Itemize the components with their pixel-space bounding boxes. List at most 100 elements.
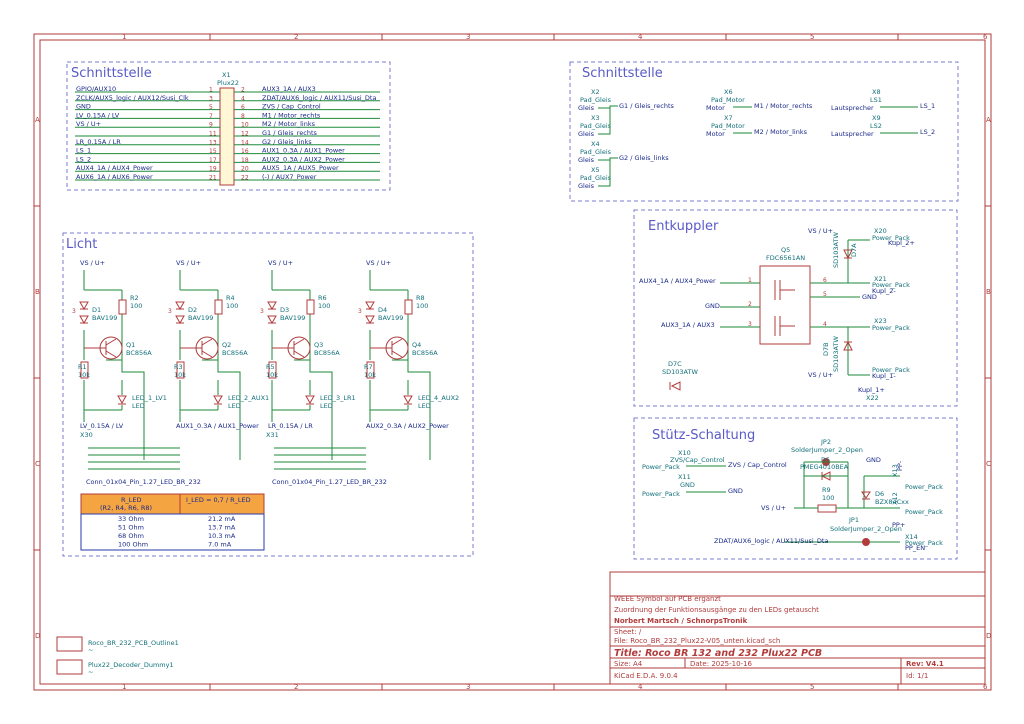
- svg-text:VS / U+: VS / U+: [761, 504, 786, 512]
- svg-text:Pad_Motor: Pad_Motor: [711, 96, 745, 104]
- author: Norbert Martsch / SchnorpsTronik: [614, 617, 748, 625]
- table-cell-i: 13.7 mA: [208, 524, 236, 532]
- row-d: D: [35, 632, 40, 640]
- resistor-value: 10k: [174, 371, 186, 379]
- svg-text:SD103ATW: SD103ATW: [832, 336, 840, 372]
- x1-pin-number: 13: [209, 139, 217, 146]
- x1-pin-number: 22: [241, 175, 249, 182]
- svg-text:LS1: LS1: [870, 96, 882, 104]
- x1-left-net-label: GND: [76, 103, 91, 111]
- svg-text:Kupl_2-: Kupl_2-: [872, 287, 896, 295]
- svg-text:X20: X20: [874, 227, 887, 235]
- resistor-ref: R1: [78, 363, 87, 371]
- x1-pin-number: 2: [241, 87, 245, 94]
- svg-text:3: 3: [748, 321, 752, 328]
- svg-text:ZVS / Cap_Control: ZVS / Cap_Control: [728, 461, 787, 469]
- diode-value: BAV199: [378, 314, 403, 322]
- svg-text:M1 / Motor_rechts: M1 / Motor_rechts: [754, 102, 813, 110]
- resistor-ref: R6: [318, 294, 327, 302]
- svg-text:X10: X10: [678, 449, 691, 457]
- svg-text:D6: D6: [875, 490, 884, 498]
- svg-text:5: 5: [823, 291, 827, 298]
- table-cell-r: 51 Ohm: [118, 524, 144, 532]
- svg-text:JP2: JP2: [820, 438, 831, 446]
- vs-net-label: VS / U+: [176, 259, 201, 267]
- jp1-jumper[interactable]: [862, 538, 870, 546]
- resistor-value: 100: [226, 302, 238, 310]
- col-3: 3: [466, 33, 470, 41]
- x1-right-net-label: AUX1_0.3A / AUX1_Power: [262, 147, 345, 155]
- x1-right-net-label: AUX5_1A / AUX5_Power: [262, 164, 339, 172]
- x1-right-net-label: ZDAT/AUX6_logic / AUX11/Susi_Dta: [262, 94, 376, 102]
- svg-text:JP1: JP1: [848, 516, 859, 524]
- svg-text:100: 100: [822, 494, 834, 502]
- fdc6561an-body[interactable]: [759, 265, 811, 345]
- r-led-table: R_LED (R2, R4, R6, R8) I_LED = 0,7 / R_L…: [80, 493, 265, 551]
- resistor-ref: R8: [416, 294, 425, 302]
- svg-text:D7A: D7A: [850, 243, 858, 257]
- x1-left-net-label: LS_2: [76, 155, 91, 163]
- svg-text:X23: X23: [874, 317, 887, 325]
- x1-pin-number: 8: [241, 113, 245, 120]
- x1-right-net-label: AUX2_0.3A / AUX2_Power: [262, 155, 345, 163]
- svg-text:3: 3: [358, 308, 362, 315]
- diode-ref: D2: [188, 306, 197, 314]
- x1-right-net-label: ZVS / Cap_Control: [262, 103, 321, 111]
- svg-text:Pad_Gleis: Pad_Gleis: [580, 174, 612, 182]
- x1-left-net-label: LV_0.15A / LV: [76, 111, 120, 119]
- x1-right-net-label: AUX3_1A / AUX3: [262, 85, 316, 93]
- svg-text:SolderJumper_2_Open: SolderJumper_2_Open: [791, 446, 863, 454]
- diode-value: BAV199: [280, 314, 305, 322]
- svg-text:Kupl_1-: Kupl_1-: [872, 372, 896, 380]
- col-1: 1: [122, 33, 126, 41]
- led-net-label: AUX1_0.3A / AUX1_Power: [176, 422, 259, 430]
- svg-text:Power_Pack: Power_Pack: [905, 539, 943, 547]
- svg-text:X13: X13: [891, 464, 899, 477]
- svg-text:AUX3_1A / AUX3: AUX3_1A / AUX3: [661, 321, 715, 329]
- sheet-name: Sheet: /: [614, 628, 642, 636]
- resistor-ref: R7: [364, 363, 373, 371]
- svg-text:PP+: PP+: [892, 521, 905, 529]
- plux22-connector-body[interactable]: [219, 87, 235, 186]
- diode-value: BAV199: [188, 314, 213, 322]
- svg-text:Lautsprecher: Lautsprecher: [831, 104, 874, 112]
- svg-text:GND: GND: [866, 456, 881, 464]
- vs-net-label: VS / U+: [366, 259, 391, 267]
- footprint-symbols: Roco_BR_232_PCB_Outline1 ~ Plux22_Decode…: [56, 636, 179, 676]
- svg-text:R_LED: R_LED: [121, 496, 142, 504]
- section-title: Stütz-Schaltung: [652, 428, 755, 443]
- x1-value: Plux22: [217, 79, 239, 87]
- row-b: B: [35, 288, 40, 296]
- led-net-label: LV_0.15A / LV: [80, 422, 124, 430]
- svg-text:Pad_Gleis: Pad_Gleis: [580, 96, 612, 104]
- x1-pin-number: 4: [241, 95, 245, 102]
- svg-text:X30: X30: [80, 431, 93, 439]
- x1-pin-number: 20: [241, 166, 249, 173]
- table-cell-r: 33 Ohm: [118, 515, 144, 523]
- transistor-value: BC856A: [412, 349, 438, 357]
- transistor-ref: Q1: [126, 341, 135, 349]
- x30-value: Conn_01x04_Pin_1.27_LED_BR_232: [86, 478, 201, 486]
- led-value: LED: [320, 402, 333, 410]
- revision: Rev: V4.1: [906, 660, 944, 668]
- d7a-diode: [843, 249, 853, 260]
- r9-resistor: [817, 504, 837, 513]
- svg-text:Power_Pack: Power_Pack: [905, 483, 943, 491]
- svg-text:Plux22_Decoder_Dummy1: Plux22_Decoder_Dummy1: [88, 661, 174, 669]
- svg-text:Gleis: Gleis: [578, 130, 595, 138]
- x1-pin-number: 6: [241, 104, 245, 111]
- col-4: 4: [638, 33, 643, 41]
- resistor-value: 10k: [78, 371, 90, 379]
- svg-text:AUX4_1A / AUX4_Power: AUX4_1A / AUX4_Power: [639, 277, 716, 285]
- table-cell-r: 100 Ohm: [118, 541, 148, 549]
- transistor-value: BC856A: [126, 349, 152, 357]
- resistor-value: 100: [318, 302, 330, 310]
- transistor-ref: Q3: [314, 341, 323, 349]
- section-title: Licht: [66, 237, 97, 252]
- svg-text:C: C: [986, 460, 991, 468]
- svg-text:Gleis: Gleis: [578, 104, 595, 112]
- vs-net-label: VS / U+: [80, 259, 105, 267]
- section-schnittstelle-left: Schnittstelle X1 Plux22 1GPIO/AUX103ZCLK…: [66, 61, 391, 191]
